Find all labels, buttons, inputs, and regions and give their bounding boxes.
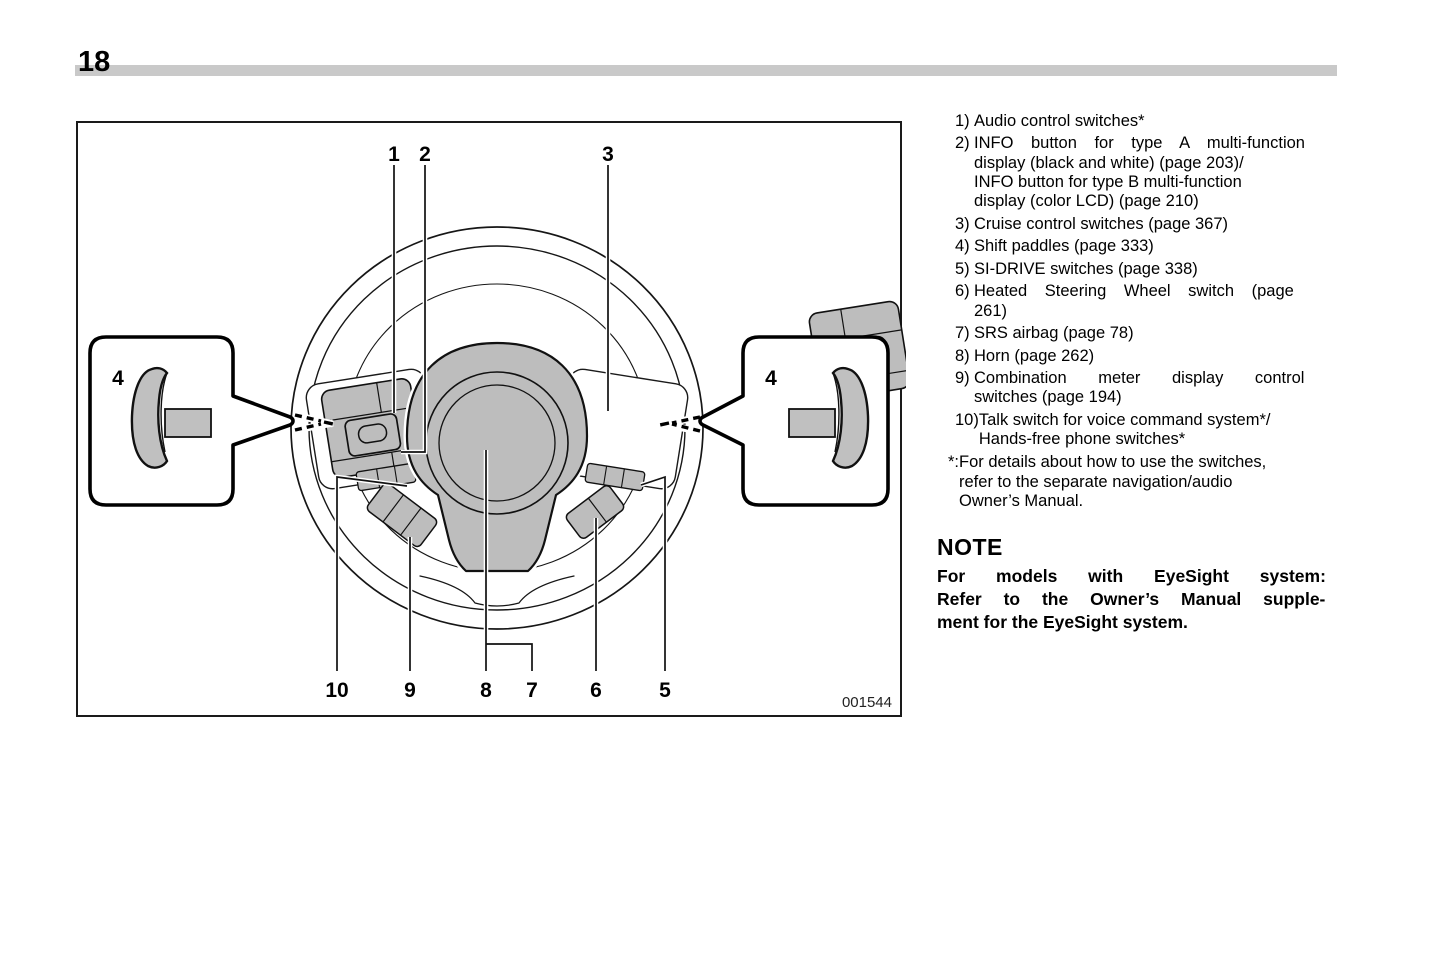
legend-item-text: Cruise control switches (page 367): [974, 214, 1229, 233]
pointer-dashes: [294, 411, 701, 435]
footnote-marker: *:: [948, 453, 960, 472]
legend-item-5: 5) SI-DRIVE switches (page 338): [937, 260, 1338, 279]
callout-7: 7: [526, 679, 538, 702]
meter-display-switch: [366, 482, 438, 548]
note-heading: NOTE: [937, 534, 1003, 561]
callout-5: 5: [659, 679, 671, 702]
si-drive-switch-strip: [584, 462, 646, 492]
legend-item-6: 6) Heated Steering Wheel switch (page 26…: [937, 282, 1338, 321]
callout-8: 8: [480, 679, 492, 702]
note-body: For models with EyeSight system: Refer t…: [937, 565, 1326, 632]
legend-item-8: 8) Horn (page 262): [937, 347, 1338, 366]
left-switch-cluster: [320, 378, 423, 479]
legend-item-text: Horn (page 262): [974, 346, 1095, 365]
legend-item-number: 7): [955, 324, 970, 343]
legend-item-text: Talk switch for voice command system*/ H…: [978, 410, 1271, 449]
legend-item-text: Combination meter display control switch…: [974, 369, 1305, 407]
callout-2: 2: [419, 143, 431, 166]
legend-item-number: 8): [955, 346, 970, 365]
steering-wheel: [290, 226, 906, 630]
legend-item-7: 7) SRS airbag (page 78): [937, 324, 1338, 343]
legend-item-text: Audio control switches*: [974, 112, 1145, 130]
legend-item-text: INFO button for type A multi-function di…: [974, 134, 1305, 211]
header-rule: [75, 65, 1337, 76]
legend-item-text: Shift paddles (page 333): [974, 237, 1154, 256]
legend-item-4: 4) Shift paddles (page 333): [937, 237, 1338, 256]
legend-item-number: 4): [955, 237, 970, 256]
legend-item-text: Heated Steering Wheel switch (page 261): [974, 282, 1294, 320]
heated-wheel-switch: [565, 485, 625, 539]
legend-item-number: 1): [955, 112, 970, 130]
legend-item-3: 3) Cruise control switches (page 367): [937, 215, 1338, 234]
legend-item-1: 1) Audio control switches*: [937, 112, 1338, 131]
hub: [405, 341, 589, 573]
callout-4-right: 4: [765, 367, 777, 390]
legend-item-number: 2): [955, 134, 970, 153]
legend-footnote: *: For details about how to use the swit…: [937, 453, 1338, 511]
right-paddle-box: [698, 335, 890, 507]
legend-item-number: 9): [955, 369, 970, 388]
callout-10: 10: [325, 679, 348, 702]
callout-3: 3: [602, 143, 614, 166]
steering-wheel-figure: 1 2 3 10 9 8 7 6 5 4 4 001544: [76, 121, 906, 717]
callout-9: 9: [404, 679, 416, 702]
callout-6: 6: [590, 679, 602, 702]
legend-item-10: 10) Talk switch for voice command system…: [937, 411, 1338, 450]
shift-paddle: [130, 366, 212, 469]
footnote-text: For details about how to use the switche…: [959, 453, 1267, 511]
figure-code: 001544: [842, 694, 892, 711]
legend: 1) Audio control switches* 2) INFO butto…: [937, 112, 1338, 634]
legend-item-text: SI-DRIVE switches (page 338): [974, 259, 1198, 278]
callout-1: 1: [388, 143, 400, 166]
page-number: 18: [78, 46, 111, 78]
legend-item-9: 9) Combination meter display control swi…: [937, 369, 1338, 408]
legend-item-2: 2) INFO button for type A multi-function…: [937, 134, 1338, 211]
legend-item-number: 3): [955, 214, 970, 233]
legend-item-number: 6): [955, 282, 970, 301]
lower-spoke-outline: [419, 575, 575, 607]
airbag-ring-inner: [438, 384, 556, 502]
callout-labels: 1 2 3 10 9 8 7 6 5 4 4: [112, 143, 777, 702]
legend-item-text: SRS airbag (page 78): [974, 324, 1134, 343]
callout-lines: [334, 165, 668, 671]
callout-4-left: 4: [112, 367, 124, 390]
legend-item-number: 5): [955, 259, 970, 278]
legend-item-number: 10): [955, 410, 979, 429]
left-paddle-box: [88, 335, 295, 507]
